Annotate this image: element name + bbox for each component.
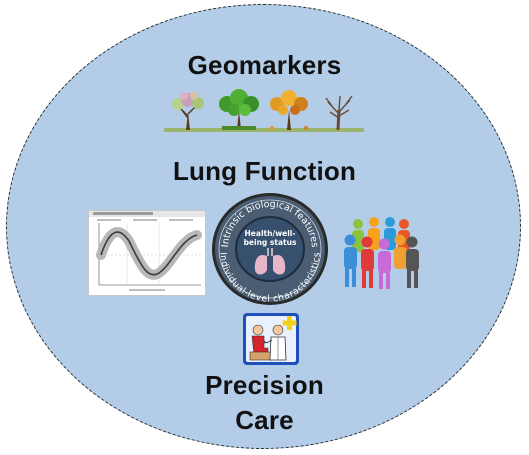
badge-center-line1: Health/well- [245,229,296,238]
lung-function-plot-icon [89,211,205,291]
geomarkers-heading: Geomarkers [187,50,342,80]
spring-tree [172,92,204,130]
precision-heading: Precision [205,370,324,400]
winter-tree [325,95,353,131]
lung-function-heading: Lung Function [172,156,357,186]
people-group-icon [344,217,419,289]
seasonal-trees-icon [164,89,364,132]
lungs-icon [254,248,286,275]
medical-plus-icon [282,316,297,330]
autumn-tree [270,90,308,130]
badge-center-line2: being status [244,238,297,247]
summer-tree [219,89,259,130]
health-status-badge: Intrinsic biological features Individual… [212,193,328,305]
care-heading: Care [235,405,294,435]
clinician-patient-icon [243,313,299,365]
lung-function-plot [88,210,206,296]
